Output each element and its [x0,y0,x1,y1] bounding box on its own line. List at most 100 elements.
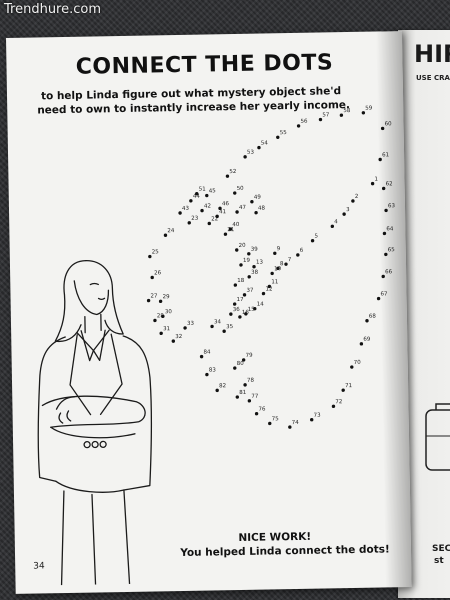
dot-number: 58 [343,108,351,114]
dot-marker [200,208,204,213]
dot-number: 38 [251,270,259,276]
dot-number: 51 [199,187,206,193]
dot-22: 22 [207,216,218,226]
dot-marker [365,319,369,323]
dot-number: 20 [239,243,247,249]
dot-number: 33 [187,321,195,327]
dot-number: 83 [209,367,217,373]
dot-54: 54 [257,140,268,150]
dot-number: 74 [292,420,300,426]
dot-marker [242,293,247,297]
dot-marker [183,326,187,330]
dot-66: 66 [381,269,393,279]
dot-marker [150,275,154,280]
dot-48: 48 [254,205,266,215]
dot-52: 52 [225,169,236,178]
dot-marker [247,399,252,403]
dot-number: 53 [247,150,255,156]
dot-marker [243,155,247,159]
dot-number: 8 [280,261,284,267]
dot-61: 61 [378,152,389,162]
dot-37: 37 [242,288,254,297]
dot-number: 60 [385,121,393,127]
dot-marker [153,318,157,323]
dot-number: 61 [382,152,389,158]
dot-marker [233,283,238,287]
dot-marker [381,186,386,191]
dot-marker [384,252,388,257]
dot-number: 9 [277,246,281,252]
dot-number: 5 [314,234,318,240]
dot-number: 46 [222,201,230,207]
dot-number: 29 [162,294,170,300]
dot-marker [250,200,254,204]
dot-marker [239,263,243,267]
dot-number: 11 [271,279,278,285]
dot-marker [359,342,364,346]
dot-marker [205,193,209,198]
dot-number: 79 [246,353,254,359]
dot-43: 43 [178,206,190,215]
dot-25: 25 [148,249,159,259]
dot-81: 81 [235,390,246,399]
dot-15: 15 [244,307,255,316]
dot-63: 63 [384,203,396,213]
adjacent-page-footer-2: st [434,556,444,566]
dot-marker [378,157,382,162]
dot-41: 41 [215,209,226,219]
dot-45: 45 [205,188,216,198]
adjacent-page-subtitle: USE CRA [416,74,450,82]
dot-32: 32 [171,334,182,343]
dot-number: 49 [254,195,262,201]
dot-40: 40 [228,222,240,231]
dot-67: 67 [376,291,388,301]
dot-number: 62 [386,181,393,187]
dot-marker [361,111,366,115]
dot-72: 72 [331,399,342,409]
dot-number: 73 [314,413,322,419]
dot-number: 13 [256,260,264,266]
activity-book-page: CONNECT THE DOTS to help Linda figure ou… [6,31,412,594]
dot-number: 27 [150,293,158,299]
dot-marker [195,191,199,196]
dot-number: 81 [239,390,246,396]
dot-42: 42 [200,203,211,213]
dot-28: 28 [153,313,164,323]
watermark: Trendhure.com [4,2,102,17]
dot-number: 22 [211,216,218,222]
dot-number: 41 [219,209,226,215]
dot-75: 75 [268,416,279,426]
dot-number: 42 [204,203,211,209]
linda-illustration [37,259,153,586]
dot-marker [241,358,246,362]
dot-marker [254,411,259,416]
dot-number: 12 [265,286,272,292]
dot-marker [225,174,230,178]
dot-number: 34 [214,319,222,325]
dot-marker [284,262,288,266]
dot-marker [296,124,301,128]
dot-marker [222,329,226,333]
dot-49: 49 [250,195,261,204]
dot-number: 67 [380,291,388,297]
dot-5: 5 [310,234,319,243]
dot-number: 6 [300,248,304,254]
dot-marker [235,395,240,399]
dot-marker [370,181,375,186]
dot-24: 24 [163,228,175,237]
dot-46: 46 [218,201,229,210]
dot-27: 27 [146,293,158,303]
dot-13: 13 [252,260,264,269]
dot-marker [235,210,239,214]
dot-number: 14 [257,302,265,308]
dot-marker [253,306,257,311]
dot-number: 17 [237,297,245,303]
dot-77: 77 [247,394,259,403]
dot-14: 14 [253,302,264,311]
adjacent-page-footer-1: SEC [432,544,450,554]
dot-number: 37 [246,288,254,294]
dot-47: 47 [235,205,247,214]
dot-62: 62 [381,181,393,191]
dot-number: 3 [346,207,350,213]
dot-marker [331,404,336,409]
